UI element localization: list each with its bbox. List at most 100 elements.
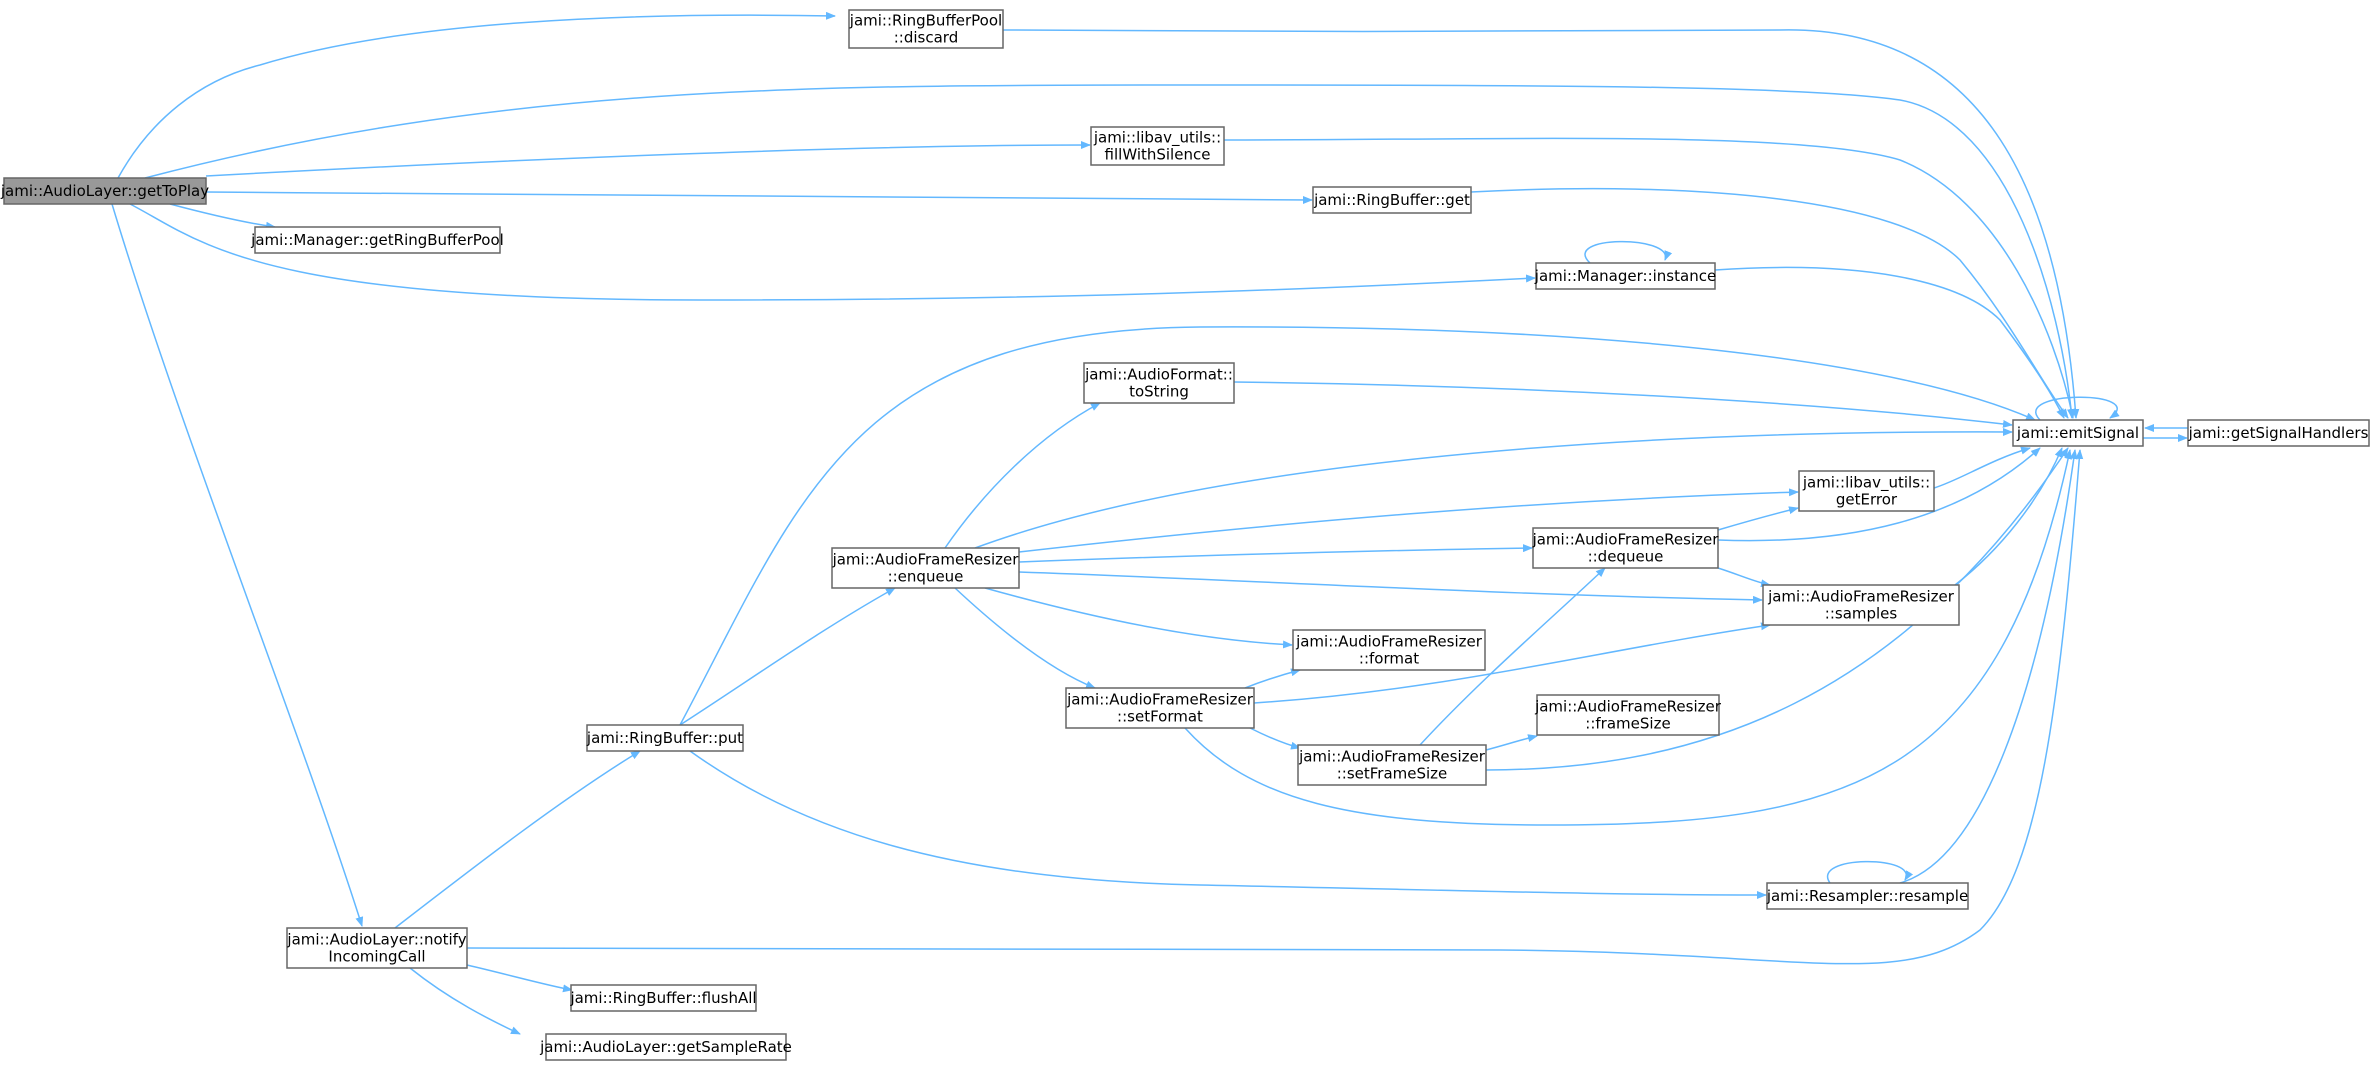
- edge-enqueue-to-setFormat: [954, 587, 1096, 689]
- edge-enqueue-to-emitSignal: [974, 427, 2013, 549]
- edge-notifyIncomingCall-to-rbput: [394, 750, 641, 929]
- node-label-enqueue-0: jami::AudioFrameResizer: [832, 551, 1020, 569]
- node-rbget[interactable]: jami::RingBuffer::get: [1312, 186, 1472, 214]
- edge-emitSignal-to-emitSignal: [2035, 396, 2120, 421]
- node-label-rbget-0: jami::RingBuffer::get: [1313, 191, 1470, 209]
- edge-enqueue-to-toString: [944, 402, 1101, 549]
- edge-getToPlay-to-emitSignal: [144, 84, 2076, 419]
- edge-enqueue-to-getError: [1018, 488, 1799, 553]
- edge-enqueue-to-samples: [1018, 571, 1763, 604]
- edge-rbput-to-emitSignal: [679, 326, 2036, 726]
- node-enqueue[interactable]: jami::AudioFrameResizer::enqueue: [831, 547, 1020, 589]
- node-rbput[interactable]: jami::RingBuffer::put: [586, 724, 744, 752]
- node-label-discard-1: ::discard: [894, 29, 958, 47]
- edge-discard-to-emitSignal: [1002, 29, 2080, 419]
- node-instance[interactable]: jami::Manager::instance: [1534, 262, 1716, 290]
- edge-instance-to-instance: [1584, 240, 1673, 264]
- node-label-getError-1: getError: [1836, 491, 1898, 509]
- node-label-samples-1: ::samples: [1825, 605, 1898, 623]
- edge-enqueue-to-format: [984, 587, 1293, 649]
- node-getRingBufferPool[interactable]: jami::Manager::getRingBufferPool: [250, 226, 504, 254]
- edge-samples-to-emitSignal: [1954, 447, 2063, 586]
- node-label-instance-0: jami::Manager::instance: [1534, 267, 1716, 285]
- edge-rbget-to-emitSignal: [1470, 187, 2069, 419]
- node-toString[interactable]: jami::AudioFormat::toString: [1083, 362, 1235, 404]
- edge-dequeue-to-getError: [1717, 506, 1799, 531]
- edge-toString-to-emitSignal: [1233, 381, 2013, 428]
- node-label-format-0: jami::AudioFrameResizer: [1295, 633, 1483, 651]
- node-box-getSignalHandlers: [2187, 419, 2370, 447]
- node-label-fillWithSilence-1: fillWithSilence: [1105, 146, 1211, 164]
- node-label-enqueue-1: ::enqueue: [888, 568, 964, 586]
- node-label-emitSignal-0: jami::emitSignal: [2016, 424, 2139, 442]
- node-box-instance: [1535, 262, 1716, 290]
- edge-dequeue-to-emitSignal: [1717, 447, 2041, 542]
- node-box-rbput: [586, 724, 744, 752]
- node-box-dequeue: [1532, 527, 1719, 569]
- node-getToPlay[interactable]: jami::AudioLayer::getToPlay: [0, 177, 209, 205]
- node-getSampleRate[interactable]: jami::AudioLayer::getSampleRate: [539, 1033, 792, 1061]
- edge-setFrameSize-to-dequeue: [1419, 567, 1606, 746]
- node-box-setFrameSize: [1297, 744, 1487, 786]
- node-label-flushAll-0: jami::RingBuffer::flushAll: [569, 989, 756, 1007]
- edge-fillWithSilence-to-emitSignal: [1223, 137, 2076, 419]
- node-box-getSampleRate: [545, 1033, 787, 1061]
- nodes-layer: jami::AudioLayer::getToPlayjami::RingBuf…: [0, 9, 2370, 1061]
- node-label-frameSize-0: jami::AudioFrameResizer: [1534, 698, 1722, 716]
- node-label-toString-1: toString: [1129, 383, 1189, 401]
- node-discard[interactable]: jami::RingBufferPool::discard: [848, 9, 1004, 49]
- edge-setFormat-to-emitSignal: [1184, 449, 2073, 826]
- node-box-toString: [1083, 362, 1235, 404]
- node-box-rbget: [1312, 186, 1472, 214]
- node-resample[interactable]: jami::Resampler::resample: [1766, 882, 1969, 910]
- node-dequeue[interactable]: jami::AudioFrameResizer::dequeue: [1532, 527, 1720, 569]
- node-fillWithSilence[interactable]: jami::libav_utils::fillWithSilence: [1090, 126, 1225, 166]
- node-label-setFrameSize-0: jami::AudioFrameResizer: [1298, 748, 1486, 766]
- node-box-enqueue: [831, 547, 1020, 589]
- node-label-format-1: ::format: [1359, 650, 1419, 668]
- edge-enqueue-to-dequeue: [1018, 544, 1533, 563]
- node-label-toString-0: jami::AudioFormat::: [1084, 366, 1233, 384]
- node-label-getError-0: jami::libav_utils::: [1802, 474, 1930, 493]
- node-box-getError: [1798, 470, 1935, 512]
- edge-setFormat-to-setFrameSize: [1249, 727, 1301, 750]
- node-box-flushAll: [570, 984, 757, 1012]
- edge-notifyIncomingCall-to-emitSignal: [466, 449, 2084, 965]
- node-label-getToPlay-0: jami::AudioLayer::getToPlay: [0, 182, 209, 200]
- node-getSignalHandlers[interactable]: jami::getSignalHandlers: [2187, 419, 2370, 447]
- edge-getToPlay-to-notifyIncomingCall: [111, 203, 364, 927]
- node-label-setFrameSize-1: ::setFrameSize: [1337, 765, 1448, 783]
- node-format[interactable]: jami::AudioFrameResizer::format: [1292, 629, 1486, 671]
- edge-resample-to-resample: [1826, 860, 1914, 884]
- edges-layer: [111, 11, 2188, 1035]
- node-samples[interactable]: jami::AudioFrameResizer::samples: [1762, 584, 1960, 626]
- node-frameSize[interactable]: jami::AudioFrameResizer::frameSize: [1534, 694, 1722, 736]
- edge-setFormat-to-samples: [1253, 622, 1771, 704]
- edge-getToPlay-to-discard: [117, 11, 836, 179]
- node-box-fillWithSilence: [1090, 126, 1225, 166]
- edge-notifyIncomingCall-to-flushAll: [466, 964, 573, 993]
- node-emitSignal[interactable]: jami::emitSignal: [2012, 419, 2144, 447]
- edge-setFormat-to-format: [1244, 668, 1301, 689]
- node-box-getToPlay: [3, 177, 207, 205]
- node-label-resample-0: jami::Resampler::resample: [1766, 887, 1968, 905]
- node-label-notifyIncomingCall-1: IncomingCall: [328, 948, 425, 966]
- node-label-fillWithSilence-0: jami::libav_utils::: [1093, 129, 1221, 148]
- node-getError[interactable]: jami::libav_utils::getError: [1798, 470, 1935, 512]
- node-setFrameSize[interactable]: jami::AudioFrameResizer::setFrameSize: [1297, 744, 1487, 786]
- node-label-rbput-0: jami::RingBuffer::put: [586, 729, 743, 747]
- node-label-setFormat-1: ::setFormat: [1117, 708, 1203, 726]
- node-label-notifyIncomingCall-0: jami::AudioLayer::notify: [286, 931, 466, 949]
- edge-getError-to-emitSignal: [1933, 446, 2031, 489]
- edge-setFrameSize-to-emitSignal: [1485, 447, 2069, 771]
- node-label-getSignalHandlers-0: jami::getSignalHandlers: [2188, 424, 2369, 442]
- node-flushAll[interactable]: jami::RingBuffer::flushAll: [569, 984, 757, 1012]
- node-setFormat[interactable]: jami::AudioFrameResizer::setFormat: [1065, 687, 1255, 729]
- node-label-getRingBufferPool-0: jami::Manager::getRingBufferPool: [250, 231, 504, 249]
- edge-instance-to-emitSignal: [1714, 266, 2065, 419]
- node-box-format: [1292, 629, 1486, 671]
- edge-getToPlay-to-fillWithSilence: [205, 141, 1091, 177]
- node-box-notifyIncomingCall: [286, 927, 468, 969]
